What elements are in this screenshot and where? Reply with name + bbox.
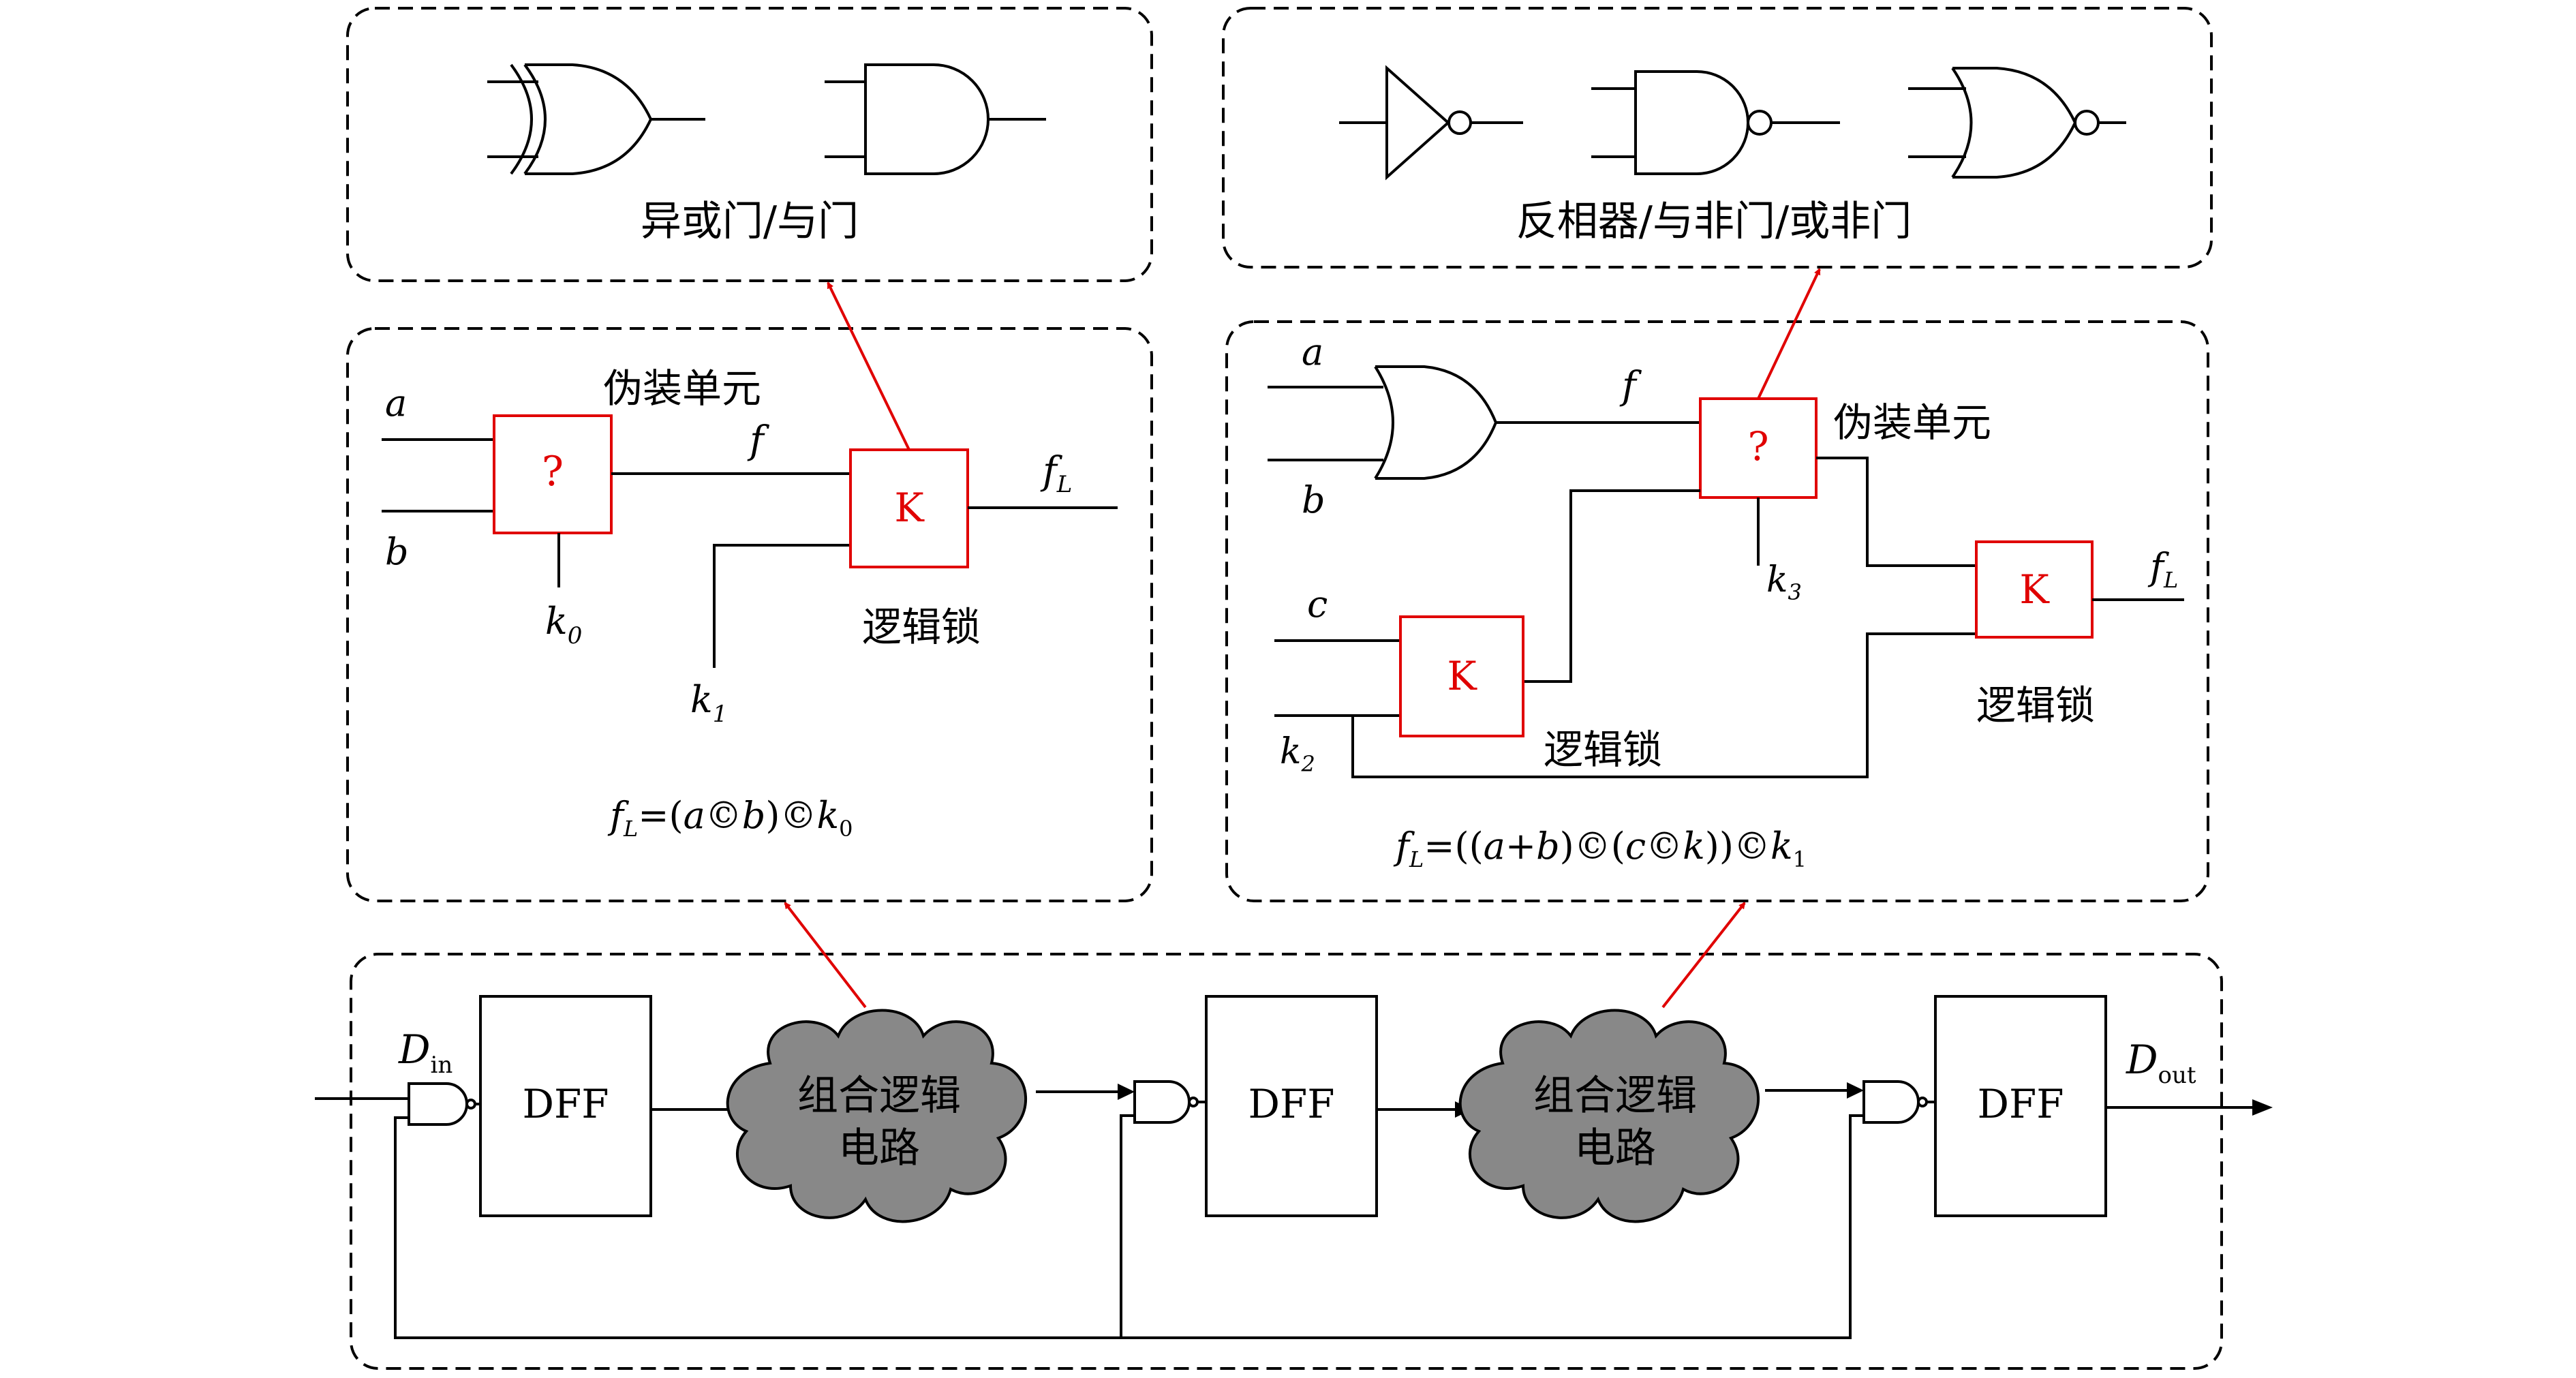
logic-lock-label-right: 逻辑锁 bbox=[1976, 682, 2095, 729]
cloud-label-line2: 电路 bbox=[838, 1124, 920, 1172]
or-gate-icon bbox=[1374, 365, 1498, 480]
input-c-label: c bbox=[1307, 583, 1328, 626]
panel-border bbox=[346, 7, 1153, 282]
camouflage-label: 伪装单元 bbox=[1833, 399, 1991, 446]
logic-lock-label: 逻辑锁 bbox=[862, 604, 981, 650]
logic-lock-label-bottom: 逻辑锁 bbox=[1544, 726, 1662, 773]
feedback-wire bbox=[1120, 1114, 1135, 1338]
nand-gate-icon bbox=[1591, 70, 1840, 175]
dff-block-2 bbox=[1205, 995, 1378, 1217]
panel-caption: 反相器/与非门/或非门 bbox=[1516, 198, 1912, 245]
and-gate-icon bbox=[1133, 1080, 1199, 1124]
panel-sequential-circuit: Din DFF 组合逻辑 电路 DFF bbox=[315, 953, 2273, 1370]
dff-label: DFF bbox=[1248, 1081, 1335, 1127]
key1-label: k1 bbox=[690, 678, 727, 728]
d-in-label: Din bbox=[398, 1026, 453, 1079]
wire-f-label: f bbox=[747, 418, 770, 463]
and-gate-icon bbox=[825, 63, 1046, 175]
logic-lock-key-left bbox=[1399, 615, 1524, 737]
lock-key-label: K bbox=[1447, 653, 1477, 699]
output-label: fL bbox=[2147, 545, 2178, 593]
camouflage-cell bbox=[493, 414, 613, 534]
dff-block-3 bbox=[1934, 995, 2107, 1217]
logic-lock-key-right bbox=[1975, 540, 2094, 639]
dff-label: DFF bbox=[1978, 1081, 2064, 1127]
cloud-label-line1: 组合逻辑 bbox=[797, 1072, 961, 1120]
input-b-label: b bbox=[385, 530, 409, 573]
wire-f-label: f bbox=[1619, 364, 1642, 408]
formula: fL=((a+b)©(c©k))©k1 bbox=[1393, 825, 1807, 872]
cloud-label-line1: 组合逻辑 bbox=[1533, 1072, 1697, 1120]
panel-inv-nand-nor: 反相器/与非门/或非门 bbox=[1222, 7, 2213, 269]
input-a-label: a bbox=[1302, 331, 1323, 373]
formula: fL=(a©b)©k0 bbox=[607, 794, 853, 842]
dff-label: DFF bbox=[523, 1081, 609, 1127]
input-b-label: b bbox=[1302, 478, 1325, 521]
panel-border bbox=[350, 953, 2223, 1370]
camouflage-label: 伪装单元 bbox=[603, 365, 761, 412]
key0-label: k0 bbox=[545, 600, 582, 649]
panel-border bbox=[1225, 320, 2209, 902]
panel-border bbox=[1222, 7, 2213, 269]
and-gate-icon bbox=[1862, 1080, 1928, 1124]
combinational-logic-cloud-2: 组合逻辑 电路 bbox=[1458, 1009, 1760, 1223]
lock-key-label: K bbox=[2019, 566, 2050, 613]
unknown-gate-mark: ? bbox=[542, 448, 564, 495]
panel-xor-and: 异或门/与门 bbox=[346, 7, 1153, 282]
output-label: fL bbox=[1040, 449, 1072, 498]
key2-label: k2 bbox=[1280, 731, 1315, 777]
nor-gate-icon bbox=[1908, 67, 2126, 179]
feedback-wire bbox=[394, 1114, 1864, 1339]
unknown-gate-mark: ? bbox=[1747, 423, 1768, 470]
d-out-label: Dout bbox=[2126, 1037, 2196, 1089]
panel-camouflage-right: a b f ? 伪装单元 k3 c k2 K 逻辑锁 K fL 逻辑锁 fL=(… bbox=[1225, 320, 2209, 902]
expansion-arrows bbox=[784, 268, 1821, 1009]
and-gate-icon bbox=[408, 1082, 476, 1126]
xor-gate-icon bbox=[487, 63, 705, 175]
combinational-logic-cloud-1: 组合逻辑 电路 bbox=[726, 1009, 1028, 1223]
input-a-label: a bbox=[385, 382, 407, 425]
cloud-label-line2: 电路 bbox=[1574, 1124, 1656, 1172]
panel-camouflage-left: a b ? 伪装单元 k0 f k1 K fL 逻辑锁 fL=(a©b)©k0 bbox=[346, 327, 1153, 902]
inverter-gate-icon bbox=[1339, 65, 1523, 181]
key3-label: k3 bbox=[1766, 560, 1802, 605]
lock-key-label: K bbox=[894, 485, 925, 531]
panel-border bbox=[346, 327, 1153, 902]
dff-block-1 bbox=[479, 995, 652, 1217]
panel-caption: 异或门/与门 bbox=[641, 198, 859, 245]
